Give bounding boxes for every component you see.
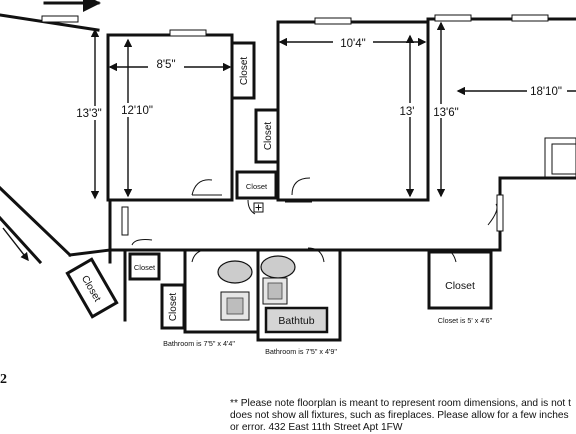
window (314, 17, 352, 25)
doors (131, 177, 498, 263)
toilet-icon (217, 260, 253, 284)
panel-icon (253, 202, 264, 213)
closet-label: Closet (246, 182, 268, 191)
closet-label: Closet (239, 57, 250, 86)
bathroom-caption: Bathroom is 7'5" x 4'9" (265, 347, 337, 356)
door-swing (487, 203, 498, 226)
fixture-box (544, 137, 576, 179)
window (496, 194, 504, 232)
dimension-living-height: 13'6" (433, 107, 458, 119)
note-line: ** Please note floorplan is meant to rep… (230, 398, 571, 409)
door-swing (191, 179, 213, 196)
toilet-icon (260, 255, 296, 279)
dimension-left-outer-height: 13'3" (76, 108, 101, 120)
closet-label: Closet (134, 263, 156, 272)
bathroom-fixtures: Bathtub (217, 255, 329, 334)
disclaimer-note: ** Please note floorplan is meant to rep… (230, 398, 576, 434)
door-swing (247, 199, 256, 215)
page-marker: 2 (0, 372, 7, 387)
door-swing (437, 248, 457, 263)
door-swing (307, 247, 325, 263)
door-swing (291, 177, 311, 196)
closet-label: Closet (263, 122, 274, 151)
dimension-left-height: 12'10" (121, 105, 153, 117)
dimension-center-height: 13' (400, 106, 415, 118)
windows (41, 14, 576, 236)
dimension-center-width: 10'4" (340, 38, 365, 50)
dimension-living-width: 18'10" (530, 86, 562, 98)
window (511, 14, 549, 22)
walls (0, 0, 576, 342)
dimension-left-width: 8'5" (156, 59, 175, 71)
window (121, 206, 129, 236)
bathroom-caption: Bathroom is 7'5" x 4'4" (163, 339, 235, 348)
window (434, 14, 472, 22)
bathtub-label: Bathtub (278, 315, 314, 327)
door-swing (191, 249, 213, 263)
closet-label: Closet (445, 280, 475, 292)
note-line: or error. 432 East 11th Street Apt 1FW (230, 422, 403, 433)
note-line: does not show all fixtures, such as fire… (230, 410, 569, 421)
window (169, 29, 207, 37)
bathtub-icon (264, 306, 329, 334)
dimension-lines: 13'3" 12'10" 8'5" 10'4" 13' 13'6" 18'10" (76, 21, 576, 200)
closet-caption: Closet is 5' x 4'6" (438, 316, 493, 325)
door-swing (131, 239, 153, 246)
closet-label: Closet (168, 293, 179, 322)
entry-arrow (2, 227, 29, 262)
window (41, 15, 79, 23)
